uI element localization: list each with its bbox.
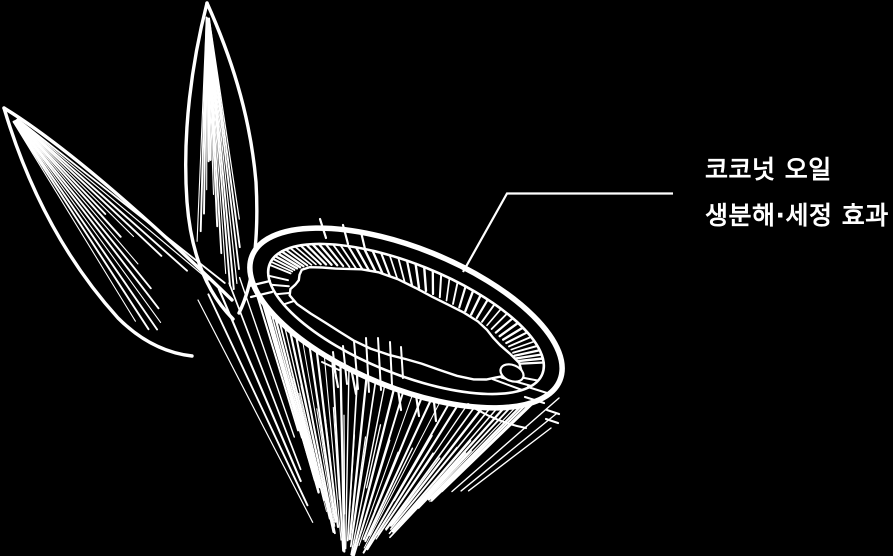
coconut-husk	[197, 269, 560, 556]
cavity-outline	[288, 265, 523, 381]
meat-curve	[467, 403, 527, 429]
meat-knob	[499, 363, 525, 383]
callout-label: 코코넛 오일 생분해·세정 효과	[705, 147, 889, 239]
coconut-meat-strokes	[321, 337, 527, 429]
leaf-veins	[196, 16, 241, 291]
coconut-cut-face	[247, 217, 565, 429]
callout-label-line1: 코코넛 오일	[705, 155, 832, 184]
rim-nicks	[247, 217, 561, 425]
leaf-edge	[2, 106, 194, 358]
callout-line	[462, 192, 673, 273]
coconut-flesh-cavity	[288, 265, 523, 381]
callout-label-line2: 생분해·세정 효과	[705, 201, 889, 230]
leaf-edge	[2, 106, 234, 302]
shell-hatching	[267, 242, 545, 391]
palm-leaf-left	[2, 106, 234, 358]
leaf-veins	[12, 118, 226, 331]
leaf-edge	[184, 1, 235, 321]
palm-leaf-upper	[184, 1, 259, 321]
